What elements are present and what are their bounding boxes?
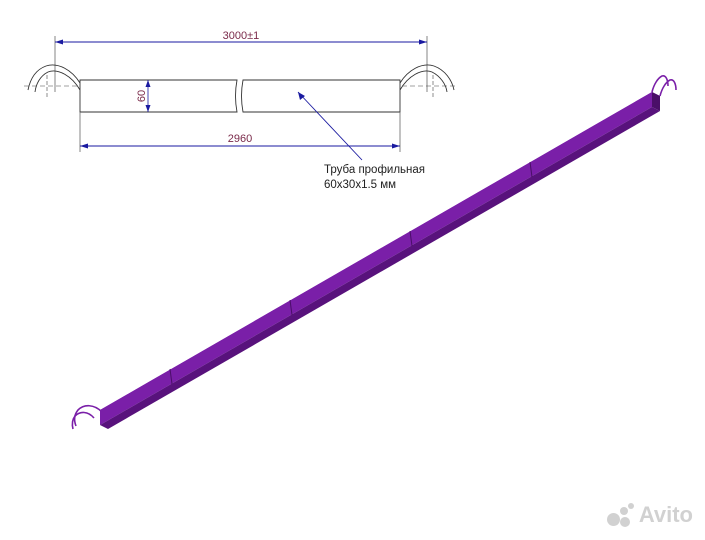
beam-end-right [652, 92, 660, 111]
dimension-height-label: 60 [136, 90, 148, 102]
dimension-overall: 3000±1 [55, 30, 427, 45]
left-hook-outline [24, 64, 81, 98]
dimension-overall-label: 3000±1 [223, 30, 260, 42]
drawing-view: 3000±1 60 [24, 30, 458, 191]
avito-watermark-text: Avito [638, 502, 693, 527]
callout-line-2: 60x30x1.5 мм [324, 179, 396, 191]
beam-front-face [100, 92, 652, 425]
beam-hook-left [71, 404, 103, 430]
beam-3d-view [71, 75, 677, 430]
avito-watermark: Avito [606, 502, 693, 528]
right-hook-outline [399, 64, 458, 98]
dimension-tube-length-label: 2960 [228, 133, 252, 145]
beam-side-face [100, 107, 660, 429]
avito-logo-icon [606, 503, 635, 527]
callout-leader [297, 91, 363, 161]
callout-line-1: Труба профильная [324, 164, 425, 176]
beam-hook-right [651, 75, 677, 97]
dimension-tube-length: 2960 [79, 112, 401, 152]
tube-outline [79, 79, 401, 113]
dimension-height: 60 [136, 80, 151, 112]
beam-seams [169, 161, 533, 385]
